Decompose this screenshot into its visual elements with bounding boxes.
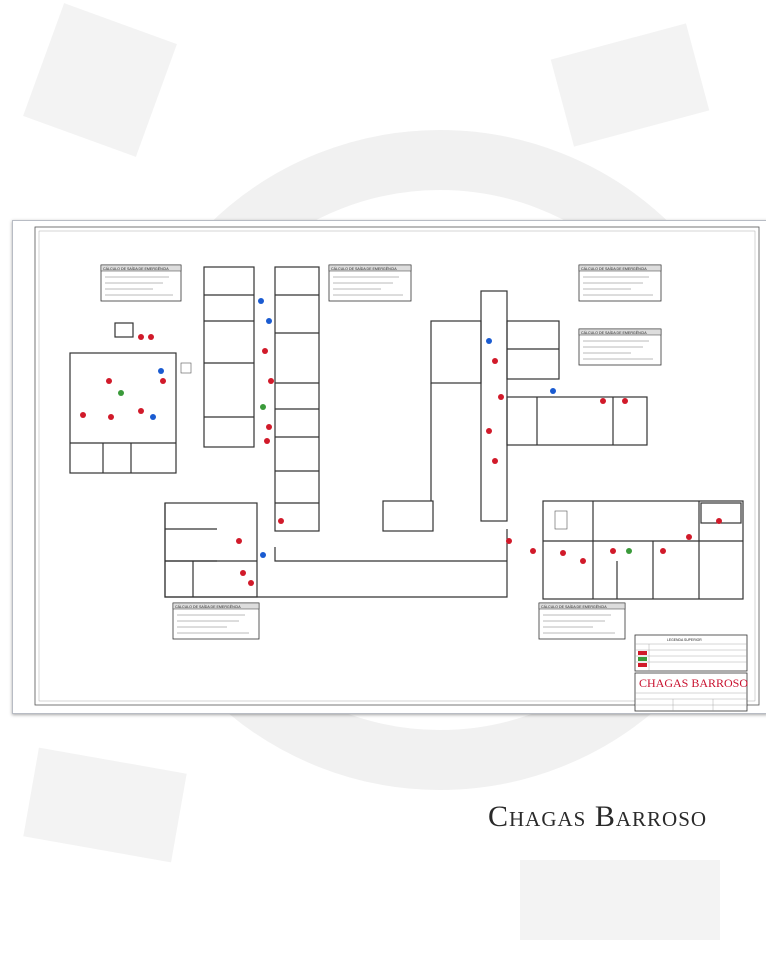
title-block: CHAGAS BARROSO bbox=[634, 672, 748, 712]
block-center-north bbox=[203, 266, 320, 532]
floor-plan-drawing: CÁLCULO DE SAÍDA DE EMERGÊNCIA CÁLCULO D… bbox=[34, 226, 760, 712]
legend-table: LEGENDA SUPERIOR bbox=[634, 634, 748, 672]
calc-box-title: CÁLCULO DE SAÍDA DE EMERGÊNCIA bbox=[331, 266, 397, 271]
calc-box-title: CÁLCULO DE SAÍDA DE EMERGÊNCIA bbox=[103, 266, 169, 271]
calc-box-title: CÁLCULO DE SAÍDA DE EMERGÊNCIA bbox=[581, 266, 647, 271]
legend-title: LEGENDA SUPERIOR bbox=[667, 638, 702, 642]
stairs bbox=[180, 362, 568, 530]
calc-box-1: CÁLCULO DE SAÍDA DE EMERGÊNCIA bbox=[100, 264, 182, 302]
floor-plan-sheet: CÁLCULO DE SAÍDA DE EMERGÊNCIA CÁLCULO D… bbox=[12, 220, 766, 714]
block-bottom-right bbox=[542, 500, 744, 600]
calc-box-5: CÁLCULO DE SAÍDA DE EMERGÊNCIA bbox=[172, 602, 260, 640]
brand-wordmark: Chagas Barroso bbox=[488, 800, 708, 833]
main-corridor bbox=[164, 290, 508, 598]
block-left bbox=[69, 322, 177, 474]
calc-box-title: CÁLCULO DE SAÍDA DE EMERGÊNCIA bbox=[581, 330, 647, 335]
calc-box-2: CÁLCULO DE SAÍDA DE EMERGÊNCIA bbox=[328, 264, 412, 302]
calc-box-title: CÁLCULO DE SAÍDA DE EMERGÊNCIA bbox=[541, 604, 607, 609]
brand-logo-text: CHAGAS BARROSO bbox=[639, 676, 748, 690]
calc-box-3: CÁLCULO DE SAÍDA DE EMERGÊNCIA bbox=[578, 264, 662, 302]
calc-box-6: CÁLCULO DE SAÍDA DE EMERGÊNCIA bbox=[538, 602, 626, 640]
calc-box-4: CÁLCULO DE SAÍDA DE EMERGÊNCIA bbox=[578, 328, 662, 366]
calc-box-title: CÁLCULO DE SAÍDA DE EMERGÊNCIA bbox=[175, 604, 241, 609]
block-admin bbox=[164, 502, 258, 598]
signage-markers bbox=[80, 298, 722, 586]
block-center-right bbox=[430, 320, 648, 501]
